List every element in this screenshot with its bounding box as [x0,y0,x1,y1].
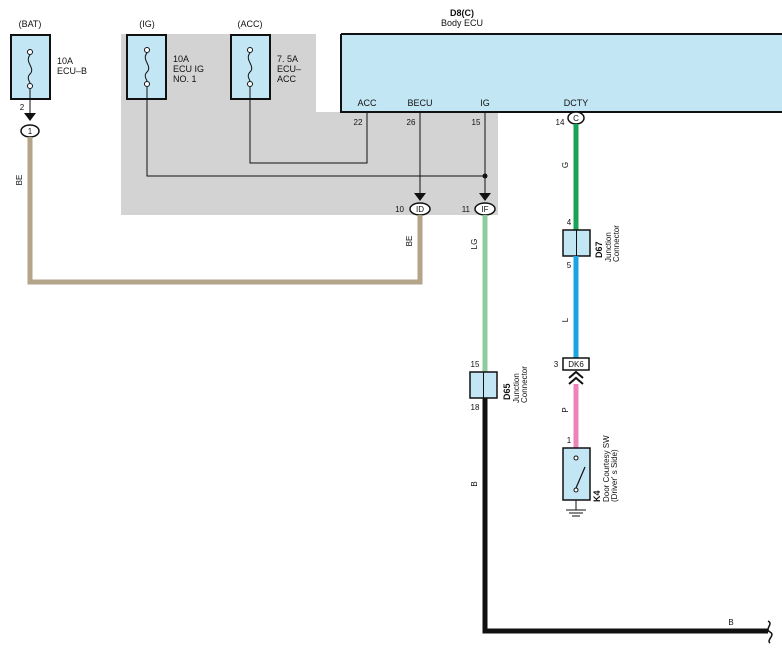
d67-line2: Connector [612,225,621,262]
ecu-pin-22: 22 [354,118,363,127]
d65-line1: Junction [512,373,521,403]
k4-line2: (Driver' s Side) [610,449,619,502]
body-ecu-fill [342,35,782,111]
fuse-acc-line1: ECU– [277,64,301,74]
fuse-acc-line2: ACC [277,74,297,84]
wire-break-icon [767,620,773,644]
dk6-connector [562,357,590,371]
wire-b-bottom-label: B [728,618,733,627]
fuse-acc-amp: 7. 5A [277,54,298,64]
wire-lg-label: LG [470,239,479,250]
splice-id-num: 10 [395,205,404,214]
k4-line1: Door Courtesy SW [602,435,611,502]
ecu-pin-ig-label: IG [480,98,490,108]
ecu-pin-acc-label: ACC [357,98,377,108]
wire-be-right-label: BE [405,236,414,247]
junction-dot [482,173,488,179]
fuse-ecu-b-name: ECU–B [57,66,87,76]
wire-b-vert-label: B [470,481,479,486]
d67-code: D67 [594,241,604,258]
d67-pin-bot: 5 [567,261,572,270]
fuse-ecu-b-pin: 2 [20,103,25,112]
d65-line2: Connector [520,366,529,403]
d65-code: D65 [502,383,512,400]
wire-l-label: L [561,317,570,322]
fuse-ig-amp: 10A [173,54,189,64]
splice-id-label: ID [416,205,424,214]
ecu-name: Body ECU [441,18,483,28]
wire-p-label: P [561,407,570,412]
k4-switch-contact [575,466,586,489]
wire-g-label: G [561,162,570,168]
d67-line1: Junction [604,232,613,262]
splice-if-num: 11 [462,205,471,214]
d65-pin-bot: 18 [471,403,480,412]
ecu-connector-c-label: C [573,114,579,123]
ecu-pin-14: 14 [556,118,565,127]
ecu-pin-15: 15 [472,118,481,127]
fuse-ecu-b-amp: 10A [57,56,73,66]
fuse-ig-line2: NO. 1 [173,74,197,84]
ground-icon [566,500,586,517]
k4-code: K4 [592,490,602,502]
ecu-pin-dcty-label: DCTY [564,98,589,108]
supply-bat: (BAT) [19,19,42,29]
body-ecu-box [340,33,782,113]
wire-be-left-label: BE [15,175,24,186]
fuse-ig-line1: ECU IG [173,64,204,74]
shaded-area [121,34,498,215]
ecu-pin-becu-label: BECU [407,98,432,108]
ecu-code: D8(C) [450,8,474,18]
d67-pin-top: 4 [567,218,572,227]
internal-wires [146,87,486,200]
d65-pin-top: 15 [471,360,480,369]
wire-be [27,137,423,285]
k4-pin: 1 [567,436,572,445]
dk6-pin: 3 [554,360,559,369]
dk6-label: DK6 [568,360,584,369]
supply-ig: (IG) [139,19,155,29]
wire-b [482,398,768,634]
splice-if-label: IF [481,205,488,214]
fuse-ecu-b [10,34,51,100]
dk6-chevron-icon [568,370,584,385]
connector-1-label: 1 [28,127,33,136]
ecu-pin-26: 26 [407,118,416,127]
supply-acc: (ACC) [238,19,263,29]
